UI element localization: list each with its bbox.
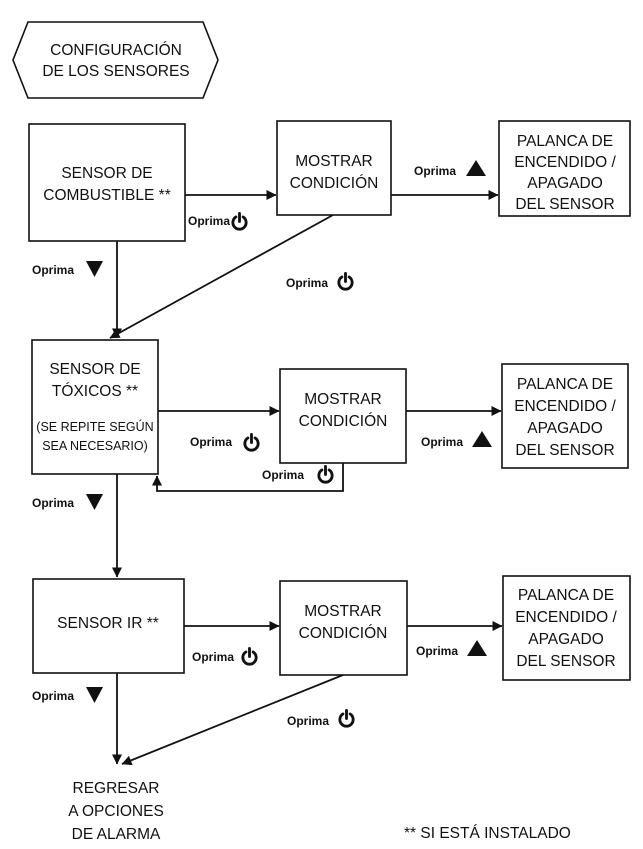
combustible-sensor-box <box>28 123 186 242</box>
toxic-display-line-2: CONDICIÓN <box>299 413 388 430</box>
down-triangle-icon <box>86 494 103 510</box>
combustible-toggle-box <box>498 120 631 217</box>
power-icon <box>337 272 354 291</box>
toxic-sensor-line-2: TÓXICOS ** <box>52 383 138 400</box>
combustible-sensor-line-1: SENSOR DE <box>61 165 152 182</box>
toxic-toggle-line-1: PALANCA DE <box>517 376 613 393</box>
ir-sensor-line-1: SENSOR IR ** <box>57 615 159 632</box>
up-triangle-icon <box>467 640 487 656</box>
toxic-toggle-line-4: DEL SENSOR <box>515 442 614 459</box>
toxic-return-loop-arrow <box>152 463 344 492</box>
down-triangle-icon <box>86 261 103 277</box>
combustible-toggle-line-1: PALANCA DE <box>517 133 613 150</box>
ir-sensor-box <box>32 578 185 674</box>
ir-return-label: Oprima <box>287 714 329 728</box>
toxic-toggle-line-3: APAGADO <box>527 420 603 437</box>
toxic-toggle-line-2: ENCENDIDO / <box>514 398 616 415</box>
ir-display-box <box>279 580 408 676</box>
ir-return-arrow <box>121 674 344 766</box>
power-icon <box>243 433 260 452</box>
toxic-return-label: Oprima <box>262 468 304 482</box>
end-label-line-2: A OPCIONES <box>68 803 164 820</box>
combustible-display-line-2: CONDICIÓN <box>290 175 379 192</box>
start-terminal <box>12 21 219 99</box>
ir-display-line-2: CONDICIÓN <box>299 625 388 642</box>
combustible-to-toggle-label: Oprima <box>414 164 456 178</box>
ir-to-toggle-label: Oprima <box>416 644 458 658</box>
combustible-return-label: Oprima <box>286 276 328 290</box>
toxic-sensor-note-line-1: (SE REPITE SEGÚN <box>36 419 153 434</box>
ir-display-line-1: MOSTRAR <box>304 603 382 620</box>
toxic-sensor-line-1: SENSOR DE <box>49 361 140 378</box>
toxic-display-line-1: MOSTRAR <box>304 391 382 408</box>
up-triangle-icon <box>466 160 486 176</box>
combustible-toggle-line-2: ENCENDIDO / <box>514 154 616 171</box>
toxic-toggle-box <box>501 363 629 469</box>
down-triangle-icon <box>86 687 103 703</box>
ir-next-label: Oprima <box>32 689 74 703</box>
end-label-line-1: REGRESAR <box>73 780 160 797</box>
combustible-next-label: Oprima <box>32 263 74 277</box>
start-label-line-1: CONFIGURACIÓN <box>50 42 182 59</box>
footnote: ** SI ESTÁ INSTALADO <box>404 825 571 842</box>
power-icon <box>317 465 334 484</box>
ir-to-display-label: Oprima <box>192 650 234 664</box>
up-triangle-icon <box>472 431 492 447</box>
toxic-to-toggle-label: Oprima <box>421 435 463 449</box>
toxic-to-display-label: Oprima <box>190 435 232 449</box>
end-label-line-3: DE ALARMA <box>72 826 161 843</box>
toxic-sensor-note-line-2: SEA NECESARIO) <box>42 439 148 453</box>
ir-toggle-line-1: PALANCA DE <box>518 587 614 604</box>
ir-toggle-box <box>502 575 631 681</box>
combustible-return-arrow <box>109 214 334 339</box>
power-icon <box>241 647 258 666</box>
combustible-toggle-line-4: DEL SENSOR <box>515 196 614 213</box>
toxic-sensor-box <box>31 339 159 475</box>
power-icon <box>231 212 248 231</box>
combustible-toggle-line-3: APAGADO <box>527 175 603 192</box>
combustible-sensor-line-2: COMBUSTIBLE ** <box>43 187 170 204</box>
combustible-to-display-label: Oprima <box>188 214 230 228</box>
ir-toggle-line-4: DEL SENSOR <box>516 653 615 670</box>
toxic-display-box <box>279 368 407 464</box>
combustible-display-line-1: MOSTRAR <box>295 153 373 170</box>
start-label-line-2: DE LOS SENSORES <box>42 63 189 80</box>
combustible-display-box <box>276 120 392 216</box>
toxic-next-label: Oprima <box>32 496 74 510</box>
ir-toggle-line-2: ENCENDIDO / <box>515 609 617 626</box>
ir-toggle-line-3: APAGADO <box>528 631 604 648</box>
power-icon <box>338 709 355 728</box>
